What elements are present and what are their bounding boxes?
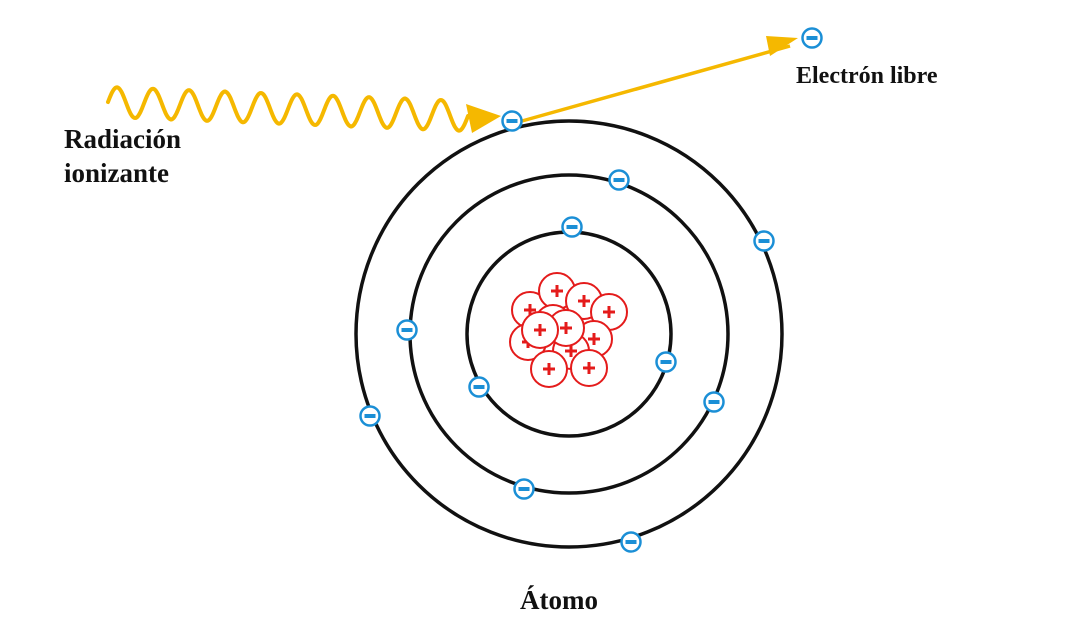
- orbit-outer: [354, 119, 784, 549]
- electron-minus-sign: [364, 414, 376, 418]
- free-electron: [801, 27, 823, 49]
- nucleus: [509, 272, 628, 388]
- proton-plus-vertical: [547, 363, 551, 375]
- radiation-label: Radiación ionizante: [64, 122, 181, 190]
- proton-plus-vertical: [587, 362, 591, 374]
- proton-10: [570, 349, 608, 387]
- electron-4: [608, 169, 630, 191]
- electron-7: [513, 478, 535, 500]
- electron-minus-sign: [708, 400, 720, 404]
- radiation-wave-icon: [106, 85, 470, 133]
- ejection-arrowhead-icon: [766, 36, 798, 56]
- proton-12: [521, 311, 559, 349]
- electron-5: [396, 319, 418, 341]
- electron-minus-sign: [518, 487, 530, 491]
- proton-plus-vertical: [555, 285, 559, 297]
- electron-3: [468, 376, 490, 398]
- proton-plus-vertical: [528, 304, 532, 316]
- electron-minus-sign: [566, 225, 578, 229]
- atom-label: Átomo: [520, 585, 598, 615]
- electrons: [359, 27, 823, 553]
- electron-minus-sign: [613, 178, 625, 182]
- electron-10: [359, 405, 381, 427]
- proton-9: [530, 350, 568, 388]
- wave-arrowhead-icon: [466, 104, 501, 133]
- electron-minus-sign: [401, 328, 413, 332]
- electron-minus-sign: [758, 239, 770, 243]
- electron-8: [501, 110, 523, 132]
- proton-plus-vertical: [582, 295, 586, 307]
- proton-plus-vertical: [538, 324, 542, 336]
- electron-minus-sign: [806, 36, 818, 40]
- proton-plus-vertical: [592, 333, 596, 345]
- electron-1: [561, 216, 583, 238]
- proton-plus-vertical: [564, 322, 568, 334]
- electron-minus-sign: [506, 119, 518, 123]
- electron-minus-sign: [473, 385, 485, 389]
- proton-plus-vertical: [569, 345, 573, 357]
- radiation-label-line1: Radiación: [64, 124, 182, 154]
- electron-2: [655, 351, 677, 373]
- electron-minus-sign: [660, 360, 672, 364]
- radiation-label-line2: ionizante: [64, 158, 169, 188]
- electron-minus-sign: [625, 540, 637, 544]
- electron-6: [703, 391, 725, 413]
- electron-9: [753, 230, 775, 252]
- proton-plus-vertical: [607, 306, 611, 318]
- free-electron-label: Electrón libre: [796, 63, 938, 89]
- ejection-arrow-icon: [521, 44, 791, 123]
- electron-11: [620, 531, 642, 553]
